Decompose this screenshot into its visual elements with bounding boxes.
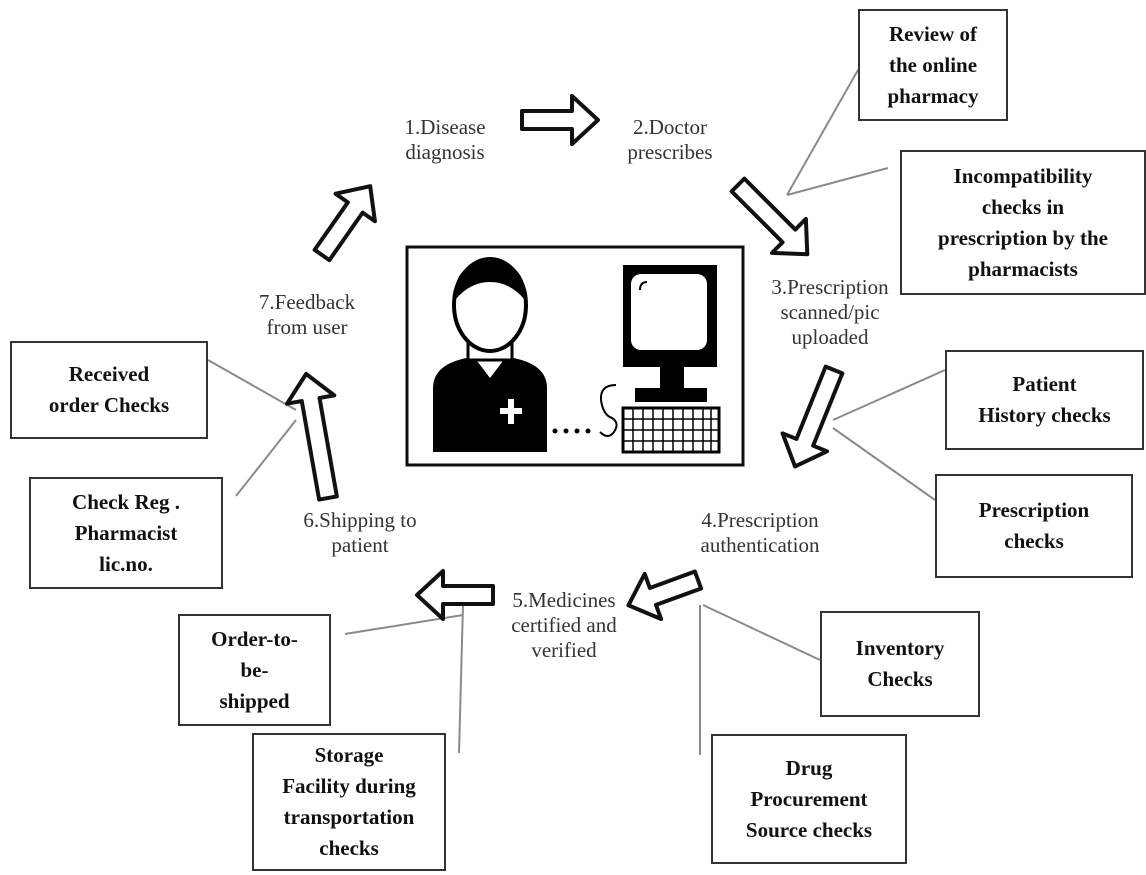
step-5-label: 5.Medicines certified and verified <box>511 588 617 662</box>
arrow-step2-to-step3 <box>729 176 810 257</box>
cycle-arrows <box>284 94 845 621</box>
connector-check-reg <box>235 419 297 497</box>
computer-icon <box>599 265 721 454</box>
connector-storage <box>458 604 464 754</box>
check-box-order-to-be-shipped: Order-to- be- shipped <box>178 614 331 726</box>
step-6-label: 6.Shipping to patient <box>303 508 417 557</box>
step-1-label: 1.Disease diagnosis <box>404 115 486 164</box>
check-patient-history-label: Patient History checks <box>978 372 1111 427</box>
check-box-storage-facility: Storage Facility during transportation c… <box>252 733 446 871</box>
check-box-drug-procurement: Drug Procurement Source checks <box>711 734 907 864</box>
connector-received-order <box>207 359 297 411</box>
check-received-order-label: Received order Checks <box>48 362 170 417</box>
connector-inventory <box>702 604 821 661</box>
arrow-step1-to-step2 <box>520 94 600 146</box>
check-order-shipped-label: Order-to- be- shipped <box>211 626 298 713</box>
step-2-label: 2.Doctor prescribes <box>627 115 713 164</box>
check-box-prescription: Prescription checks <box>935 474 1133 578</box>
check-storage-label: Storage Facility during transportation c… <box>282 743 416 860</box>
connector-prescription <box>832 427 936 501</box>
connector-order-shipped <box>344 614 464 635</box>
check-procurement-label: Drug Procurement Source checks <box>745 755 873 842</box>
check-reg-label: Check Reg . Pharmacist lic.no. <box>72 489 180 576</box>
central-illustration <box>405 245 745 467</box>
check-box-patient-history: Patient History checks <box>945 350 1144 450</box>
check-box-review-online-pharmacy: Review of the online pharmacy <box>858 9 1008 121</box>
connector-review <box>786 69 859 196</box>
pharmacist-icon <box>433 257 547 452</box>
check-review-label: Review of the online pharmacy <box>887 21 979 108</box>
connector-patient-history <box>832 369 946 421</box>
check-box-inventory: Inventory Checks <box>820 611 980 717</box>
arrow-step3-to-step4 <box>780 364 845 469</box>
arrow-step6-to-step7 <box>284 371 339 502</box>
check-inventory-label: Inventory Checks <box>855 636 945 691</box>
arrow-step7-to-step1 <box>312 184 377 263</box>
step-7-label: 7.Feedback from user <box>258 290 356 339</box>
step-3-label: 3.Prescription scanned/pic uploaded <box>771 275 889 349</box>
arrow-step5-to-step6 <box>415 569 495 621</box>
connector-incompatibility <box>786 167 889 196</box>
check-incompatibility-label: Incompatibility checks in prescription b… <box>938 163 1108 281</box>
arrow-step4-to-step5 <box>626 569 704 621</box>
check-box-received-order: Received order Checks <box>10 341 208 439</box>
connector-lines <box>207 69 946 755</box>
check-box-check-reg-pharmacist: Check Reg . Pharmacist lic.no. <box>29 477 223 589</box>
dotted-link <box>552 428 591 434</box>
check-prescription-label: Prescription checks <box>978 498 1090 553</box>
check-box-incompatibility: Incompatibility checks in prescription b… <box>900 150 1146 295</box>
step-4-label: 4.Prescription authentication <box>700 508 820 557</box>
